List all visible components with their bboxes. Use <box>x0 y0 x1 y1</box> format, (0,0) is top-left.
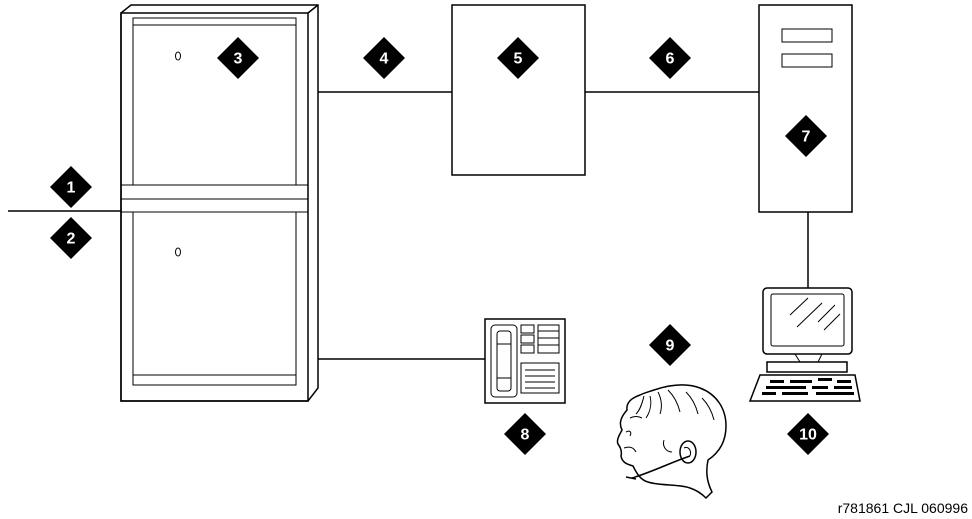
callout-7: 7 <box>785 115 827 157</box>
callout-diamond <box>649 37 691 79</box>
callout-2: 2 <box>50 217 92 259</box>
callout-diamond <box>787 413 829 455</box>
callout-1: 1 <box>50 166 92 208</box>
callout-diamond <box>217 37 259 79</box>
callout-4: 4 <box>363 37 405 79</box>
agent-headset <box>616 384 727 500</box>
callout-label: 6 <box>666 51 675 68</box>
adjunct-box <box>451 4 586 176</box>
callout-9: 9 <box>649 324 691 366</box>
callout-label: 2 <box>67 231 76 248</box>
callout-label: 7 <box>802 129 811 146</box>
callout-label: 8 <box>521 427 530 444</box>
callout-6: 6 <box>649 37 691 79</box>
callout-8: 8 <box>504 413 546 455</box>
callout-label: 10 <box>799 427 817 444</box>
callout-layer: 1 2 3 4 5 6 7 8 9 10 <box>50 37 829 455</box>
callout-diamond <box>785 115 827 157</box>
callout-label: 3 <box>234 51 243 68</box>
callout-5: 5 <box>497 37 539 79</box>
cabinet-latch-top <box>175 51 181 61</box>
callout-diamond <box>50 217 92 259</box>
switch-cabinet <box>120 4 319 402</box>
callout-diamond <box>363 37 405 79</box>
callout-label: 5 <box>514 51 523 68</box>
cabinet-latch-bottom <box>175 247 181 257</box>
server-tower <box>758 4 853 213</box>
callout-10: 10 <box>787 413 829 455</box>
figure-id: r781861 CJL 060996 <box>838 500 968 516</box>
callout-diamond <box>497 37 539 79</box>
callout-diamond <box>649 324 691 366</box>
terminal <box>748 287 861 402</box>
callout-label: 4 <box>380 51 389 68</box>
telephone <box>484 318 566 404</box>
callout-diamond <box>50 166 92 208</box>
callout-label: 9 <box>666 338 675 355</box>
callout-label: 1 <box>67 180 76 197</box>
callout-diamond <box>504 413 546 455</box>
callout-3: 3 <box>217 37 259 79</box>
